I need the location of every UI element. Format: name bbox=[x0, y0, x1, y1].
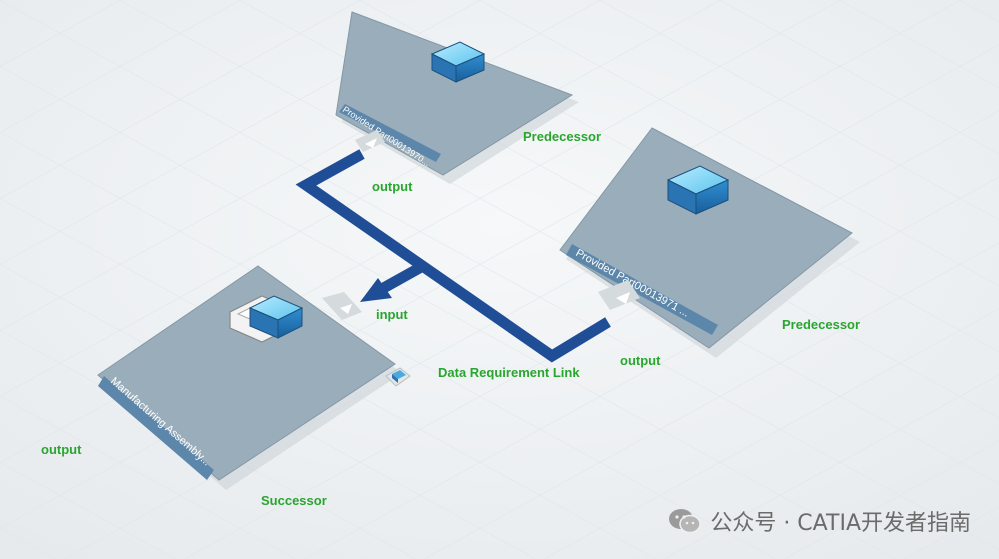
node-top-predecessor[interactable]: Provided Part00013970... bbox=[335, 11, 579, 184]
port-wedge-icon[interactable] bbox=[598, 280, 640, 310]
node-left-role-label: Successor bbox=[261, 493, 327, 508]
port-wedge-icon[interactable] bbox=[322, 292, 362, 320]
watermark-text: 公众号 · CATIA开发者指南 bbox=[710, 511, 971, 536]
small-cube-port-icon[interactable] bbox=[385, 367, 411, 387]
watermark: 公众号 · CATIA开发者指南 bbox=[668, 505, 971, 537]
link-label: Data Requirement Link bbox=[438, 365, 580, 380]
assembly-cube-icon bbox=[229, 295, 304, 343]
blue-cube-icon bbox=[666, 165, 730, 215]
node-right-role-label: Predecessor bbox=[782, 317, 861, 332]
port-wedge-icon[interactable] bbox=[355, 130, 385, 152]
arrow-head-icon bbox=[360, 278, 392, 302]
node-top-port-label: output bbox=[372, 179, 413, 194]
node-left-output-label: output bbox=[41, 442, 82, 457]
wechat-logo-icon bbox=[668, 508, 702, 534]
node-left-port-label: input bbox=[376, 307, 408, 322]
blue-cube-icon bbox=[430, 41, 486, 83]
data-requirement-link[interactable] bbox=[295, 149, 611, 363]
node-right-port-label: output bbox=[620, 353, 661, 368]
node-top-role-label: Predecessor bbox=[523, 129, 602, 144]
